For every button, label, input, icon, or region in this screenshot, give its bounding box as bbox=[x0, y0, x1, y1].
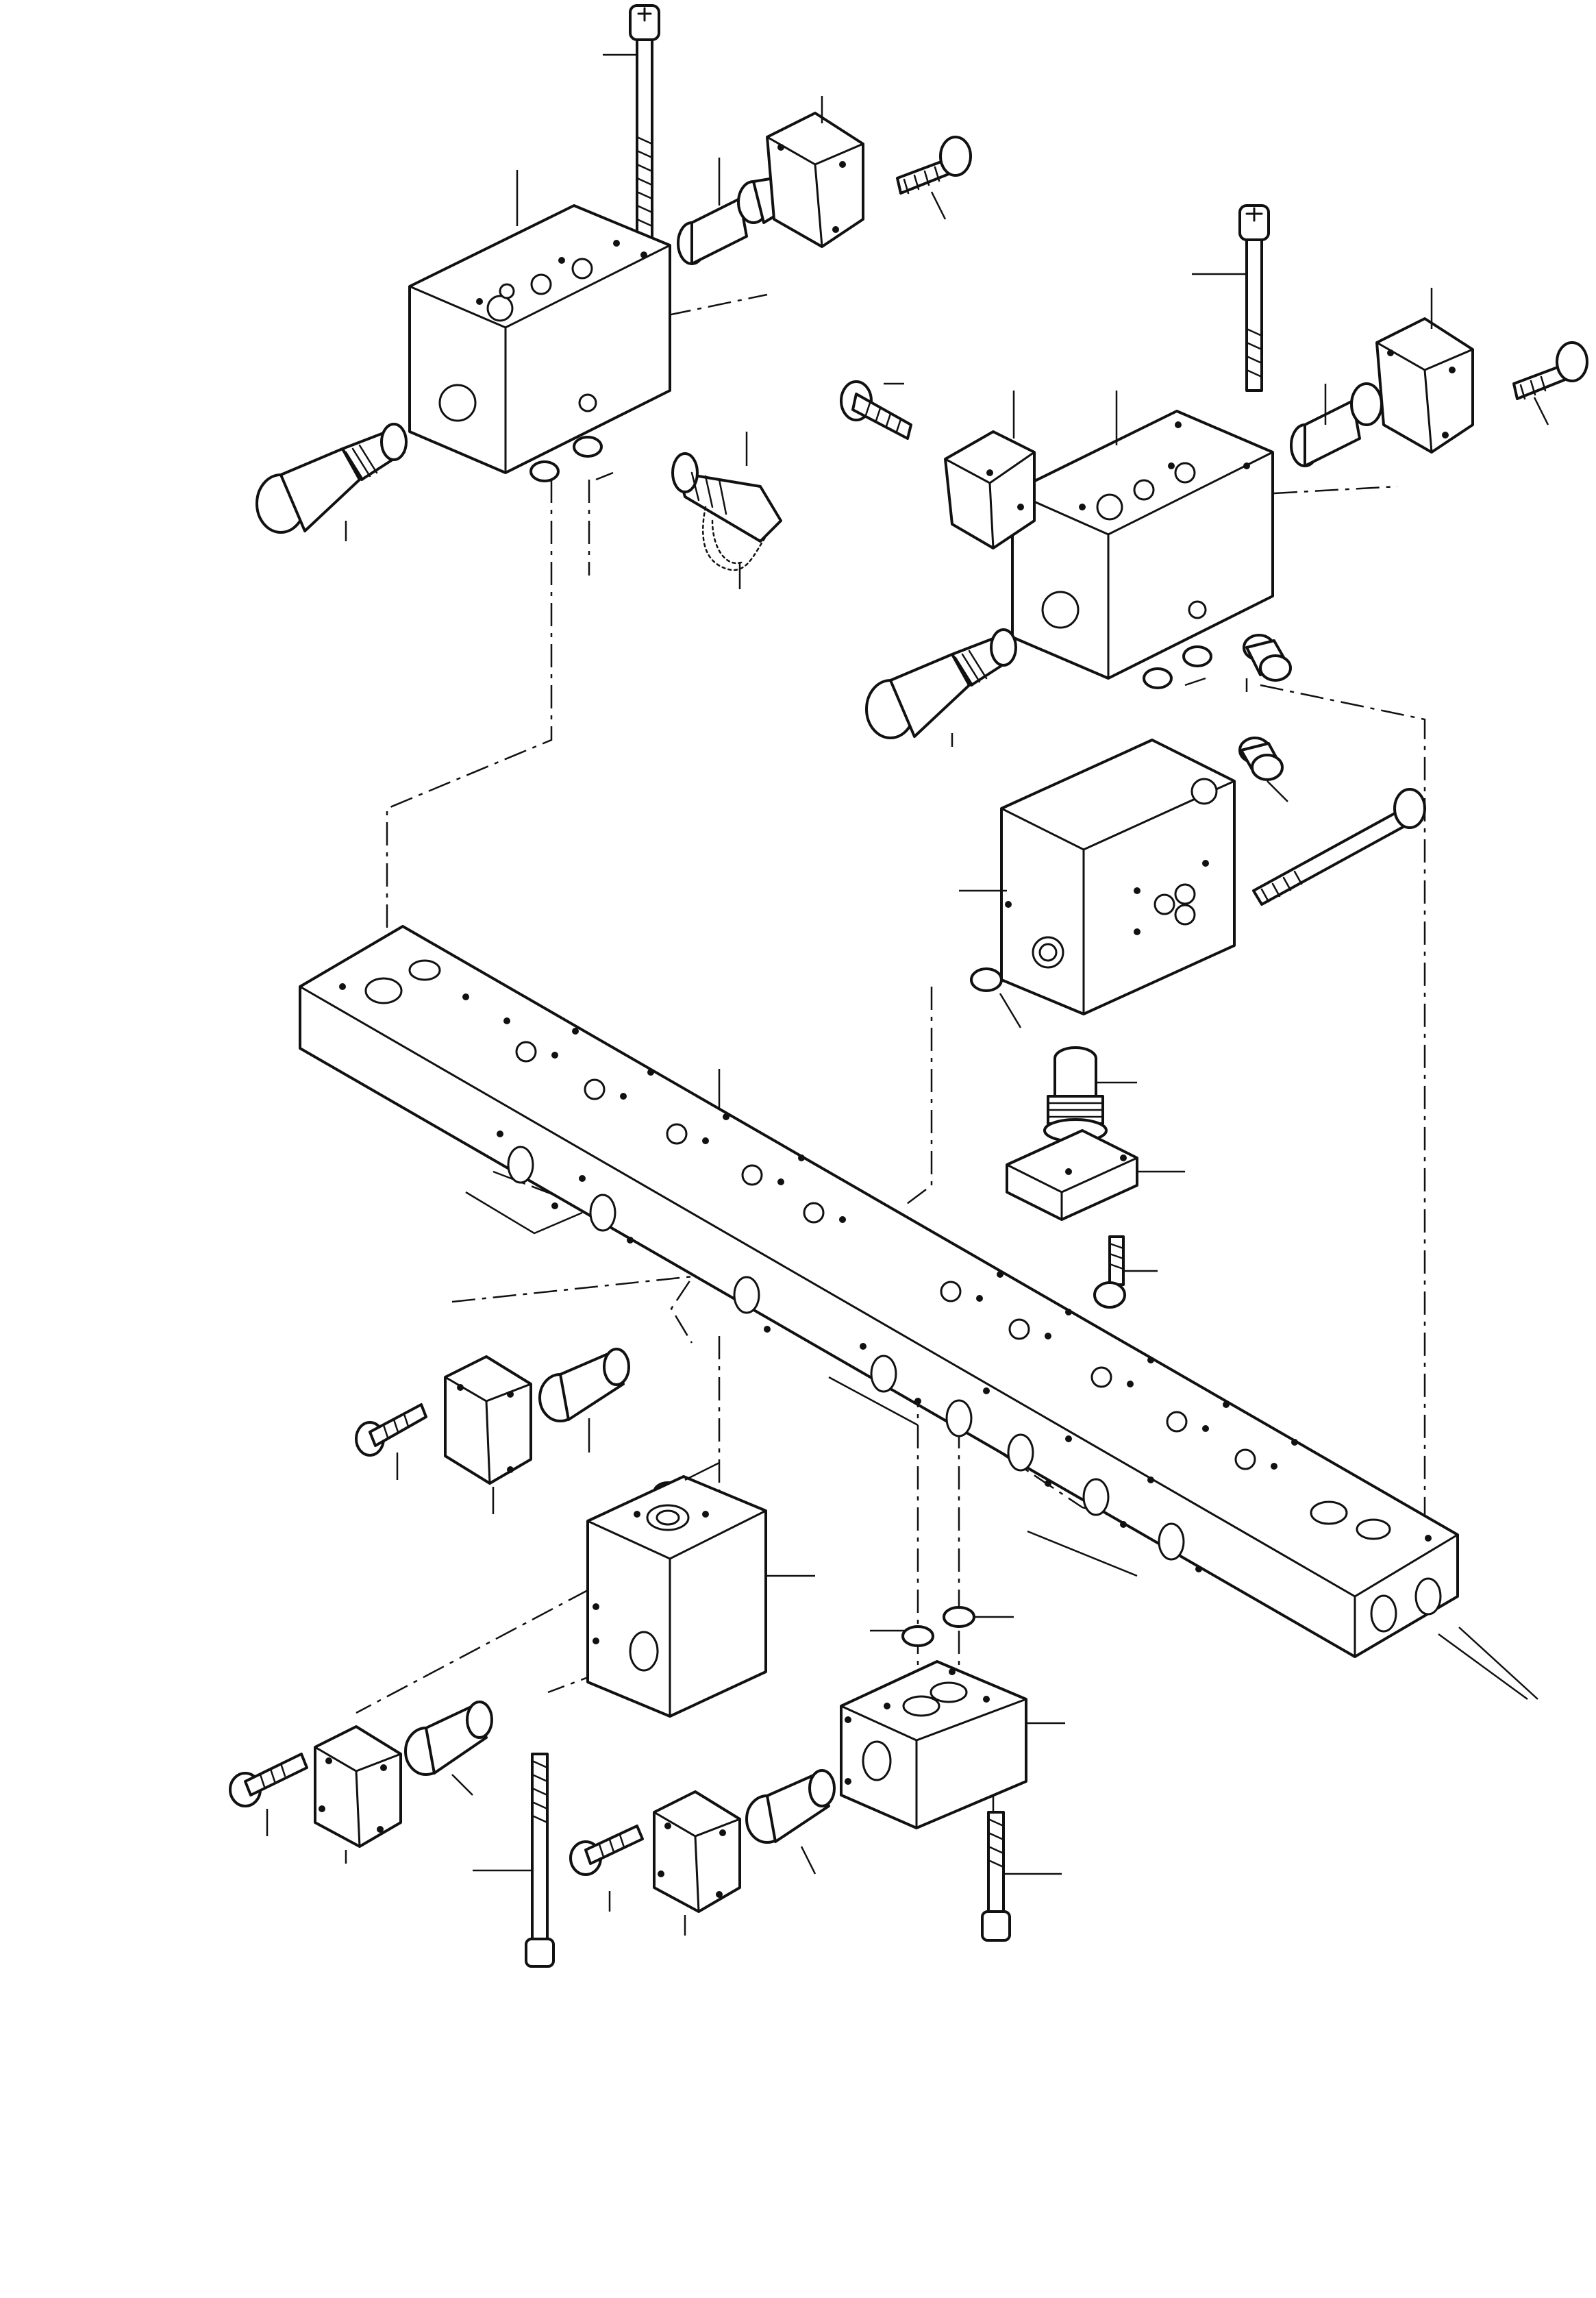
valve-block-bottom-center bbox=[840, 1660, 1027, 1829]
valve-block-middle-right bbox=[1000, 739, 1236, 1015]
o-rings-bottom-center bbox=[901, 1606, 975, 1647]
cap-screw-top-right-left bbox=[840, 380, 912, 440]
manifold-top-ports bbox=[339, 959, 1432, 1542]
middle-right-valve-assembly bbox=[959, 737, 1426, 1309]
leader-lines-top-right bbox=[884, 273, 1549, 747]
plug-middle-right bbox=[1238, 737, 1284, 781]
long-bolt-bottom-center bbox=[981, 1811, 1011, 1942]
o-rings-top-right bbox=[1143, 645, 1212, 689]
check-plug-top-right bbox=[1290, 382, 1383, 467]
leader-lines-bottom-left bbox=[266, 1461, 815, 1872]
o-rings-top-left bbox=[529, 436, 603, 482]
top-right-valve-assembly bbox=[840, 204, 1588, 747]
cap-screw-middle-right bbox=[1093, 1235, 1126, 1309]
cap-screw-mid-left bbox=[355, 1403, 427, 1457]
relief-cartridge-middle-right bbox=[1043, 1046, 1108, 1143]
leader-lines-mid-left bbox=[396, 1418, 590, 1514]
bottom-left-side-parts bbox=[355, 1348, 630, 1514]
bottom-center-valve-assembly bbox=[569, 1606, 1065, 1942]
cap-screw-top-right bbox=[1512, 341, 1588, 400]
relief-cartridge-top-left bbox=[255, 423, 408, 534]
cap-screw-top-left bbox=[896, 136, 972, 195]
plug-top-right bbox=[1243, 634, 1292, 682]
manifold-side-ports bbox=[497, 1131, 1442, 1633]
long-bolt-top-right bbox=[1238, 204, 1270, 392]
main-manifold-bar bbox=[299, 925, 1538, 1701]
check-plug-mid-left bbox=[538, 1348, 630, 1422]
o-ring-middle-right bbox=[970, 967, 1003, 992]
long-bolt-bottom-left bbox=[525, 1753, 555, 1968]
relief-cartridge-top-right bbox=[865, 628, 1017, 739]
cover-plate-middle-right bbox=[1006, 1129, 1138, 1221]
valve-block-top-right bbox=[1011, 410, 1274, 680]
top-left-valve-assembly bbox=[255, 4, 972, 589]
cover-plate-top-right bbox=[1375, 317, 1474, 454]
valve-block-top-left bbox=[408, 204, 671, 474]
check-plug-top-left bbox=[677, 177, 782, 265]
cover-plate-top-right-left bbox=[944, 430, 1036, 549]
leader-lines-top-left bbox=[345, 53, 947, 589]
long-bolt-top-left bbox=[629, 4, 660, 247]
valve-block-bottom-left bbox=[586, 1475, 767, 1718]
bottom-left-valve-assembly bbox=[229, 1461, 815, 1968]
cover-plate-mid-left bbox=[444, 1355, 532, 1485]
leader-lines-manifold bbox=[465, 1069, 1538, 1701]
test-coupling-with-chain bbox=[671, 452, 782, 571]
cover-plate-bottom-left bbox=[314, 1725, 402, 1848]
leader-lines-middle-right bbox=[959, 780, 1288, 1272]
check-plug-bottom-center bbox=[745, 1769, 836, 1844]
cap-screw-bottom-left bbox=[229, 1753, 308, 1807]
leader-lines-bottom-center bbox=[608, 1616, 1065, 1936]
cover-plate-top-left bbox=[766, 112, 864, 248]
check-plug-bottom-left bbox=[404, 1701, 493, 1776]
cover-plate-bottom-center bbox=[653, 1790, 741, 1913]
cap-screw-bottom-center bbox=[569, 1825, 644, 1876]
long-bolt-middle-right bbox=[1252, 788, 1426, 906]
